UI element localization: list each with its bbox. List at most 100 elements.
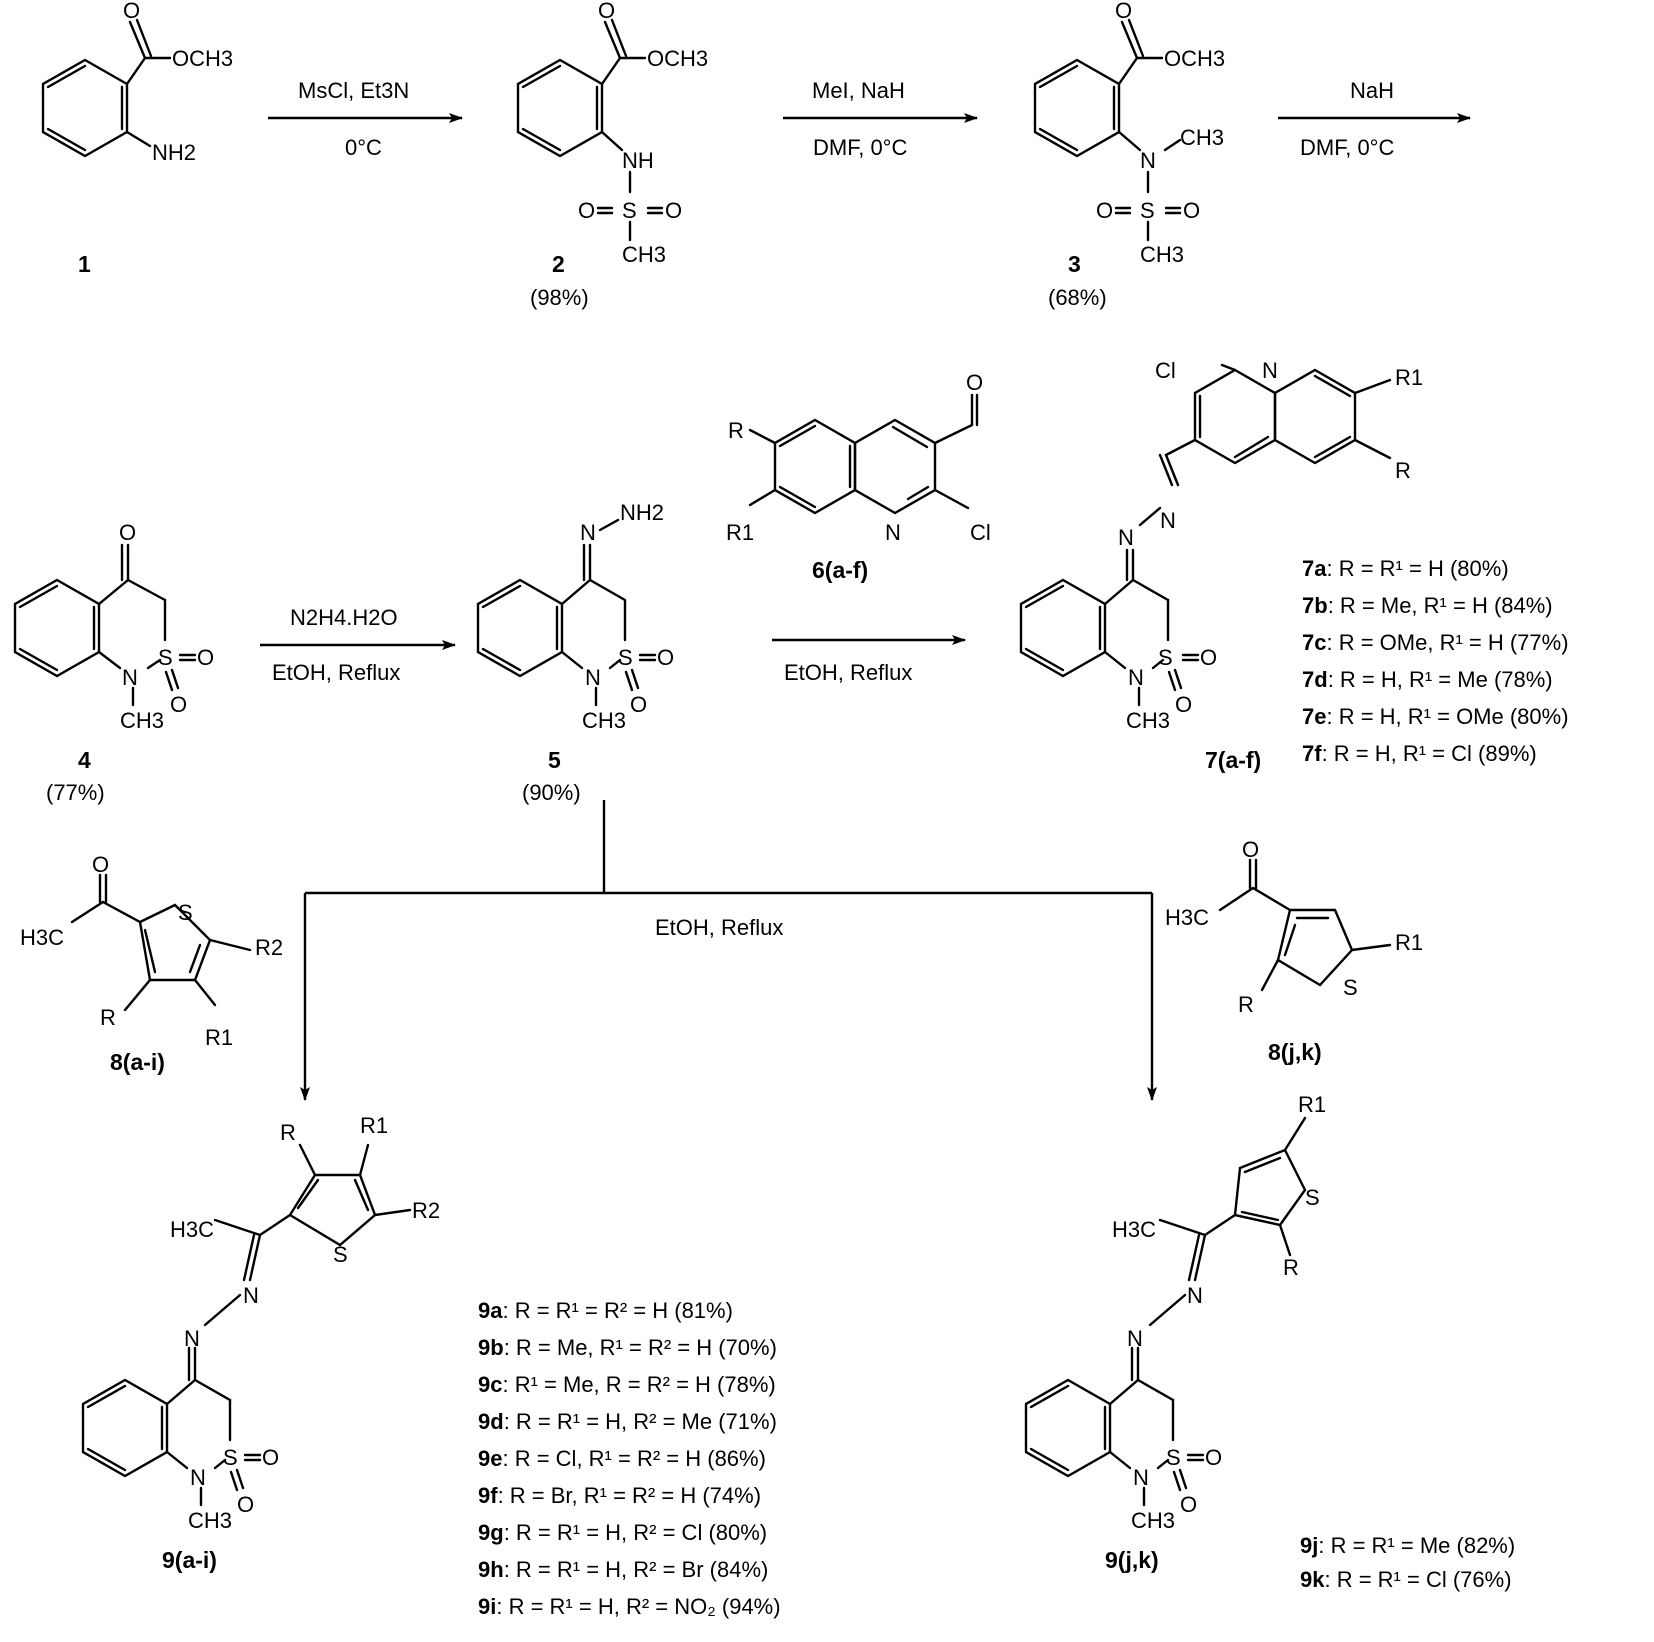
svg-text:R: R bbox=[1283, 1255, 1299, 1280]
svg-text:S: S bbox=[223, 1445, 238, 1470]
svg-text:R2: R2 bbox=[255, 935, 283, 960]
svg-text:O: O bbox=[1180, 1492, 1197, 1517]
condition-step3-top: NaH bbox=[1350, 78, 1394, 103]
condition-step2-bottom: DMF, 0°C bbox=[813, 135, 907, 160]
svg-text:S: S bbox=[333, 1242, 348, 1267]
svg-text:N: N bbox=[1128, 665, 1144, 690]
svg-text:H3C: H3C bbox=[20, 925, 64, 950]
svg-text:CH3: CH3 bbox=[188, 1508, 232, 1533]
svg-text:O: O bbox=[1242, 837, 1259, 862]
svg-text:S: S bbox=[178, 900, 193, 925]
entries-7-list: 7a: R = R¹ = H (80%)7b: R = Me, R¹ = H (… bbox=[1302, 556, 1569, 766]
svg-text:CH3: CH3 bbox=[582, 708, 626, 733]
svg-text:R1: R1 bbox=[1298, 1092, 1326, 1117]
condition-step4-bottom: EtOH, Reflux bbox=[272, 660, 400, 685]
svg-text:O: O bbox=[1205, 1445, 1222, 1470]
svg-text:S: S bbox=[158, 645, 173, 670]
compound-9j-label: 9(j,k) bbox=[1105, 1547, 1159, 1573]
svg-text:R2: R2 bbox=[412, 1198, 440, 1223]
entry-9k: 9k: R = R¹ = Cl (76%) bbox=[1300, 1567, 1512, 1592]
atom-nh2: NH2 bbox=[152, 140, 196, 165]
svg-text:O: O bbox=[1115, 0, 1132, 23]
svg-text:H3C: H3C bbox=[170, 1217, 214, 1242]
entry-9d: 9d: R = R¹ = H, R² = Me (71%) bbox=[478, 1409, 777, 1434]
svg-text:N: N bbox=[580, 520, 596, 545]
compound-8j-structure: O H3C S R1 R bbox=[1165, 837, 1423, 1017]
svg-text:S: S bbox=[1166, 1445, 1181, 1470]
compound-3-yield: (68%) bbox=[1048, 285, 1107, 310]
entry-9f: 9f: R = Br, R¹ = R² = H (74%) bbox=[478, 1483, 761, 1508]
compound-8j-label: 8(j,k) bbox=[1268, 1039, 1322, 1065]
svg-text:S: S bbox=[1305, 1185, 1320, 1210]
svg-text:O: O bbox=[197, 645, 214, 670]
svg-text:N: N bbox=[1262, 358, 1278, 383]
compound-2-yield: (98%) bbox=[530, 285, 589, 310]
compound-4-structure: O S O O N CH3 bbox=[13, 520, 214, 733]
branch-lines bbox=[300, 800, 1157, 1101]
compound-9j-structure: N N H3C S R1 R S O O N CH3 bbox=[1024, 1092, 1326, 1533]
svg-text:R1: R1 bbox=[360, 1113, 388, 1138]
svg-text:N: N bbox=[1127, 1326, 1143, 1351]
condition-step5-bottom: EtOH, Reflux bbox=[784, 660, 912, 685]
svg-text:R1: R1 bbox=[1395, 930, 1423, 955]
svg-text:CH3: CH3 bbox=[1126, 708, 1170, 733]
condition-step4-top: N2H4.H2O bbox=[290, 605, 398, 630]
svg-text:O: O bbox=[578, 198, 595, 223]
svg-text:S: S bbox=[1343, 975, 1358, 1000]
svg-text:O: O bbox=[262, 1445, 279, 1470]
entry-9j: 9j: R = R¹ = Me (82%) bbox=[1300, 1533, 1515, 1558]
compound-5-structure: N NH2 S O O N CH3 bbox=[476, 500, 674, 733]
svg-text:N: N bbox=[1133, 1465, 1149, 1490]
entry-7a: 7a: R = R¹ = H (80%) bbox=[1302, 556, 1509, 581]
svg-text:Cl: Cl bbox=[970, 520, 991, 545]
svg-text:CH3: CH3 bbox=[1180, 125, 1224, 150]
condition-step2-top: MeI, NaH bbox=[812, 78, 905, 103]
svg-text:O: O bbox=[92, 852, 109, 877]
entry-7e: 7e: R = H, R¹ = OMe (80%) bbox=[1302, 704, 1569, 729]
svg-text:NH2: NH2 bbox=[620, 500, 664, 525]
svg-text:O: O bbox=[665, 198, 682, 223]
svg-text:CH3: CH3 bbox=[120, 708, 164, 733]
svg-text:NH: NH bbox=[622, 148, 654, 173]
entry-9g: 9g: R = R¹ = H, R² = Cl (80%) bbox=[478, 1520, 767, 1545]
compound-7-structure: N N S O O N CH3 Cl N R1 R bbox=[1019, 358, 1423, 733]
svg-text:O: O bbox=[1175, 692, 1192, 717]
entries-9j-list: 9j: R = R¹ = Me (82%) 9k: R = R¹ = Cl (76… bbox=[1300, 1533, 1515, 1592]
svg-text:S: S bbox=[1158, 645, 1173, 670]
compound-5-label: 5 bbox=[548, 747, 561, 773]
svg-text:R1: R1 bbox=[1395, 365, 1423, 390]
svg-text:O: O bbox=[1183, 198, 1200, 223]
svg-text:N: N bbox=[1118, 525, 1134, 550]
svg-text:R: R bbox=[728, 418, 744, 443]
condition-step1-bottom: 0°C bbox=[345, 135, 382, 160]
svg-text:H3C: H3C bbox=[1112, 1217, 1156, 1242]
entry-7d: 7d: R = H, R¹ = Me (78%) bbox=[1302, 667, 1553, 692]
svg-text:N: N bbox=[1160, 508, 1176, 533]
entry-7c: 7c: R = OMe, R¹ = H (77%) bbox=[1302, 630, 1569, 655]
svg-text:R1: R1 bbox=[726, 520, 754, 545]
svg-text:N: N bbox=[243, 1283, 259, 1308]
compound-3-structure: O OCH3 N CH3 S O O CH3 bbox=[1033, 0, 1225, 267]
entry-9b: 9b: R = Me, R¹ = R² = H (70%) bbox=[478, 1335, 777, 1360]
compound-1-structure: O OCH3 NH2 bbox=[41, 0, 233, 165]
svg-text:N: N bbox=[1187, 1283, 1203, 1308]
entry-9h: 9h: R = R¹ = H, R² = Br (84%) bbox=[478, 1557, 768, 1582]
svg-text:R: R bbox=[280, 1120, 296, 1145]
compound-5-yield: (90%) bbox=[522, 780, 581, 805]
svg-text:Cl: Cl bbox=[1155, 358, 1176, 383]
entry-9e: 9e: R = Cl, R¹ = R² = H (86%) bbox=[478, 1446, 766, 1471]
entries-9a-list: 9a: R = R¹ = R² = H (81%)9b: R = Me, R¹ … bbox=[478, 1298, 781, 1619]
entry-7f: 7f: R = H, R¹ = Cl (89%) bbox=[1302, 741, 1537, 766]
svg-text:O: O bbox=[237, 1492, 254, 1517]
svg-text:R: R bbox=[1395, 458, 1411, 483]
svg-text:CH3: CH3 bbox=[1140, 242, 1184, 267]
svg-text:O: O bbox=[1096, 198, 1113, 223]
svg-text:R1: R1 bbox=[205, 1025, 233, 1050]
svg-text:S: S bbox=[622, 198, 637, 223]
compound-1-label: 1 bbox=[78, 251, 91, 277]
svg-text:N: N bbox=[885, 520, 901, 545]
svg-text:O: O bbox=[966, 370, 983, 395]
svg-text:OCH3: OCH3 bbox=[647, 46, 708, 71]
svg-text:R: R bbox=[1238, 992, 1254, 1017]
svg-text:H3C: H3C bbox=[1165, 905, 1209, 930]
